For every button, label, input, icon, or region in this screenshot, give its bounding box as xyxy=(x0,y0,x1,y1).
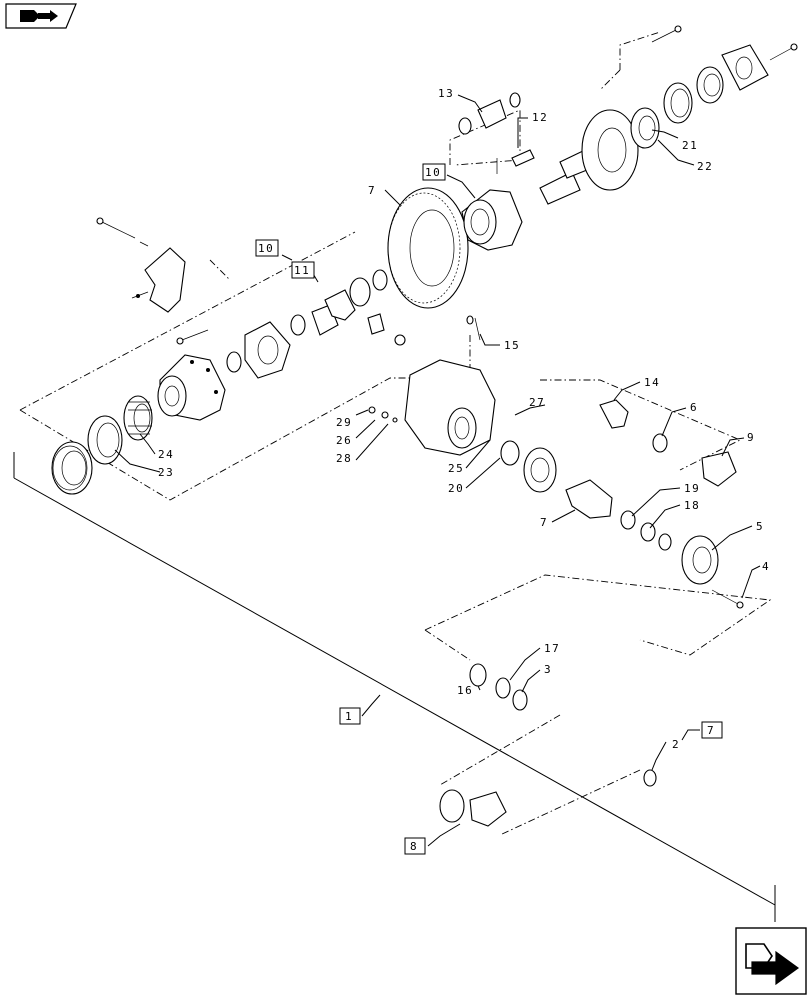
side-gear-part xyxy=(244,321,291,379)
callout-box-10-right[interactable] xyxy=(422,163,446,181)
callout-25: 25 xyxy=(448,462,464,475)
callout-21: 21 xyxy=(682,139,698,152)
differential-case-part xyxy=(157,354,226,421)
callout-14: 14 xyxy=(644,376,660,389)
callout-7-pinion: 7 xyxy=(540,516,548,529)
callout-7-box: 7 xyxy=(707,724,715,737)
callouts: 13 12 10 7 10 11 15 14 27 6 9 21 22 29 2… xyxy=(158,87,770,855)
right-seal-part xyxy=(696,66,724,104)
pinion-bearings-part xyxy=(620,510,672,551)
back-arrow-icon[interactable] xyxy=(5,3,77,29)
pinion-shaft-part xyxy=(565,479,613,519)
right-cup-part xyxy=(663,82,693,124)
callout-box-8[interactable] xyxy=(404,837,426,855)
lower-bearings-part xyxy=(469,663,528,711)
callout-11: 11 xyxy=(294,264,310,277)
cover-flange-part xyxy=(581,109,639,191)
callout-10-left: 10 xyxy=(258,242,274,255)
small-gear-part xyxy=(458,92,521,135)
small-hardware-part xyxy=(368,406,398,423)
lower-assembly-part xyxy=(439,789,507,827)
right-washer-part xyxy=(652,433,668,453)
next-page-arrow-icon[interactable] xyxy=(735,927,807,995)
right-bearing-part xyxy=(630,107,660,149)
washer-part xyxy=(226,351,242,373)
end-plate-part xyxy=(721,44,769,91)
callout-5: 5 xyxy=(756,520,764,533)
callout-28: 28 xyxy=(336,452,352,465)
callout-29: 29 xyxy=(336,416,352,429)
callout-18: 18 xyxy=(684,499,700,512)
bearing-cup-part xyxy=(87,415,123,465)
ring-gear-part xyxy=(387,187,469,309)
seal-part xyxy=(51,441,93,495)
pin-part xyxy=(496,149,535,174)
top-bolts-part xyxy=(651,25,798,61)
callout-2: 2 xyxy=(672,738,680,751)
callout-13: 13 xyxy=(438,87,454,100)
tapered-bearing-part xyxy=(123,395,153,441)
cap-part xyxy=(643,769,657,787)
yoke-part xyxy=(681,535,744,609)
callout-box-7[interactable] xyxy=(701,721,723,739)
fork-part xyxy=(599,399,629,429)
callout-12: 12 xyxy=(532,111,548,124)
callout-22: 22 xyxy=(697,160,713,173)
bolt-part xyxy=(176,329,209,345)
callout-26: 26 xyxy=(336,434,352,447)
callout-16: 16 xyxy=(457,684,473,697)
callout-24: 24 xyxy=(158,448,174,461)
callout-9: 9 xyxy=(747,431,755,444)
spider-gears-part xyxy=(290,269,406,346)
callout-27: 27 xyxy=(529,396,545,409)
callout-4: 4 xyxy=(762,560,770,573)
pinion-flange-part xyxy=(523,447,557,493)
callout-20: 20 xyxy=(448,482,464,495)
callout-box-1[interactable] xyxy=(339,707,361,725)
callout-box-10-left[interactable] xyxy=(255,239,279,257)
callout-7-ring: 7 xyxy=(368,184,376,197)
sensor-part xyxy=(701,451,737,487)
callout-23: 23 xyxy=(158,466,174,479)
callout-17: 17 xyxy=(544,642,560,655)
callout-10-right: 10 xyxy=(425,166,441,179)
shim-ring-part xyxy=(500,440,520,466)
differential-housing-part xyxy=(461,189,523,251)
callout-1: 1 xyxy=(345,710,353,723)
callout-8: 8 xyxy=(410,840,418,853)
callout-3: 3 xyxy=(544,663,552,676)
main-assembly-line xyxy=(13,452,776,922)
callout-15: 15 xyxy=(504,339,520,352)
callout-box-11[interactable] xyxy=(291,261,315,279)
bracket-part xyxy=(96,217,186,313)
callout-19: 19 xyxy=(684,482,700,495)
callout-6: 6 xyxy=(690,401,698,414)
leader-lines xyxy=(114,94,761,847)
